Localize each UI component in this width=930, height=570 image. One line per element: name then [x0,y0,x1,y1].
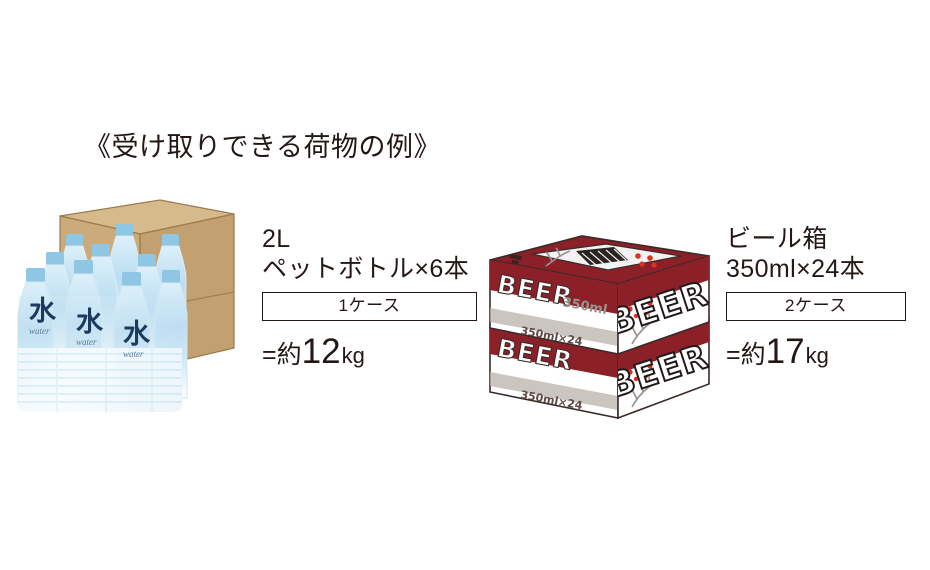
water-label-line1: 2L [262,225,291,253]
beer-weight: = 約 17 kg [726,334,906,371]
svg-text:水: 水 [29,296,57,327]
water-weight-number: 12 [301,332,341,371]
water-case-badge: 1ケース [262,292,477,321]
beer-weight-equals: = [726,341,741,369]
svg-text:水: 水 [76,307,104,338]
svg-text:water: water [29,326,50,336]
bottle-label: 水 water [76,307,104,347]
beer-weight-number: 17 [765,332,805,371]
svg-text:water: water [123,349,144,359]
svg-text:water: water [76,337,97,347]
page-title: 《受け取りできる荷物の例》 [84,132,441,162]
beer-example-label: ビール箱 350ml×24本 2ケース = 約 17 kg [726,224,906,371]
water-example-label: 2L ペットボトル×6本 1ケース = 約 12 kg [262,224,477,371]
water-weight: = 約 12 kg [262,334,477,371]
beer-label-line2: 350ml×24本 [726,255,866,283]
shrink-wrap [18,296,182,412]
water-weight-equals: = [262,341,277,369]
star-accent [627,363,653,382]
beer-case-stack-illustration: BEER 350ml×24 [466,232,721,422]
beer-weight-approx: 約 [740,341,766,369]
barley-icon [628,370,657,408]
beer-label-line1: ビール箱 [726,225,828,253]
water-bottle-pack-illustration: 水 water 水 water 水 water [12,198,252,420]
bottle-label: 水 water [123,319,151,359]
beer-weight-unit: kg [805,343,829,368]
water-weight-unit: kg [341,343,365,368]
water-label-line2: ペットボトル×6本 [262,255,470,283]
bottle-label: 水 water [29,296,57,336]
water-weight-approx: 約 [276,341,302,369]
svg-text:水: 水 [123,319,151,350]
beer-case-badge: 2ケース [726,292,906,321]
